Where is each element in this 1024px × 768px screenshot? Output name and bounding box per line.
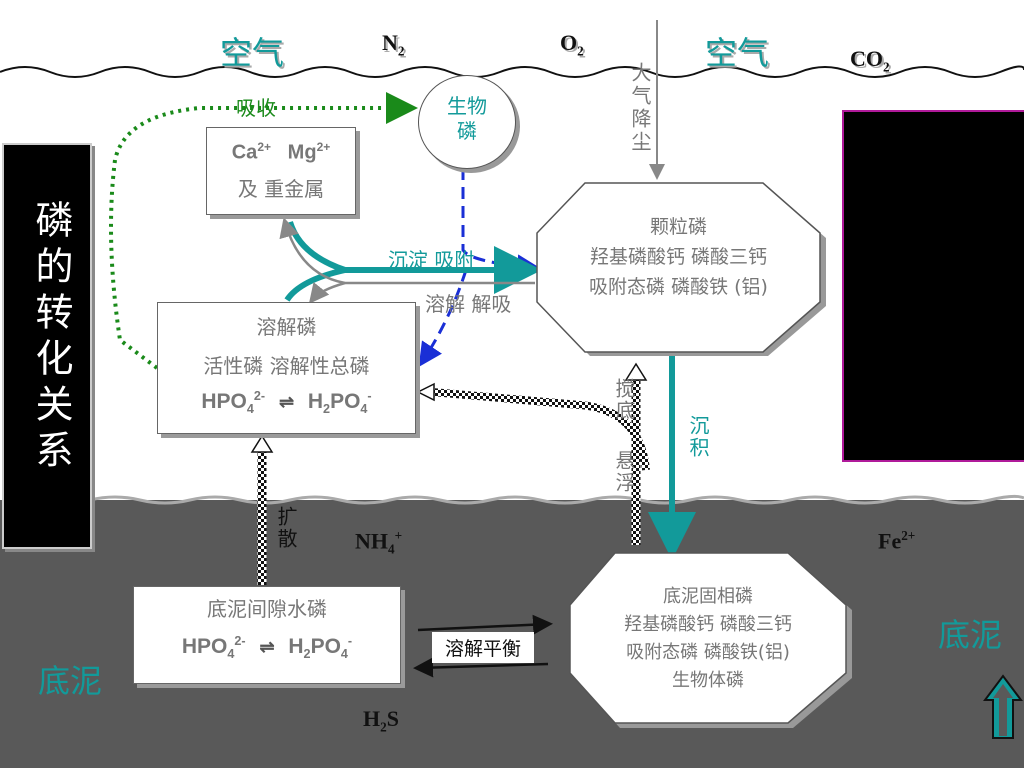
bio-to-dissolved-arrow (418, 269, 468, 367)
page-title: 磷的转化关系 (29, 200, 73, 476)
precip-adsorb-label: 沉淀 吸附 (388, 248, 475, 272)
sediment-label-right: 底泥 (938, 616, 1003, 654)
particle-p-text: 颗粒磷 羟基磷酸钙 磷酸三钙 吸附态磷 磷酸铁 (铝) (537, 212, 820, 302)
deposit-label: 沉积 (686, 415, 710, 459)
sediment-label-left: 底泥 (38, 662, 103, 700)
solid-p-line-3: 生物体磷 (672, 670, 744, 691)
equilibrium-icon-2: ⇌ (259, 637, 275, 657)
n2-label: N2 (382, 30, 405, 59)
ca-mg-label: Ca2+ Mg2+ (231, 140, 331, 164)
pore-water-title: 底泥间隙水磷 (207, 597, 327, 621)
dissolved-p-box: 溶解磷 活性磷 溶解性总磷 HPO42- ⇌ H2PO4- (157, 302, 416, 434)
solid-p-octagon (569, 552, 847, 724)
absorb-label: 吸收 (236, 96, 276, 120)
o2-label: O2 (560, 30, 584, 59)
black-panel (842, 110, 1024, 462)
solid-p-title: 底泥固相磷 (663, 586, 753, 607)
particle-p-octagon (536, 182, 821, 353)
solid-p-line-2: 吸附态磷 磷酸铁(铝) (626, 642, 790, 663)
dissolution-eq-label: 溶解平衡 (432, 632, 534, 663)
absorb-arrow (109, 92, 418, 370)
particle-p-line-1: 羟基磷酸钙 磷酸三钙 (589, 246, 768, 268)
water-surface-line (0, 65, 1024, 78)
equilibrium-icon: ⇌ (278, 392, 295, 412)
bio-p-circle: 生物 磷 (418, 75, 516, 169)
dissolve-desorb-label: 溶解 解吸 (425, 292, 512, 316)
nh4-label: NH4+ (355, 528, 403, 557)
diffuse-label: 扩散 (274, 506, 298, 550)
stir-to-dissolved-head (416, 382, 435, 402)
fe2-label: Fe2+ (878, 528, 916, 554)
stir-arrow-head (624, 362, 648, 381)
suspend-label: 悬浮 (612, 450, 636, 494)
equilibrium-arrow-right (417, 614, 553, 635)
stir-label: 搅底 (612, 378, 636, 422)
solid-p-line-1: 羟基磷酸钙 磷酸三钙 (624, 614, 792, 635)
dissolved-p-equilibrium: HPO42- ⇌ H2PO4- (201, 389, 372, 417)
air-label-left: 空气 (220, 34, 285, 72)
dissolve-branch (308, 281, 346, 304)
co2-label: CO2 (850, 46, 890, 75)
dissolved-p-line-1: 活性磷 溶解性总磷 (203, 354, 370, 378)
sediment-surface-line (89, 494, 1024, 505)
stir-to-dissolved (431, 388, 650, 471)
title-panel: 磷的转化关系 (2, 143, 92, 549)
dust-label: 大气降尘 (628, 62, 652, 154)
pore-water-equilibrium: HPO42- ⇌ H2PO4- (181, 634, 353, 662)
diffuse-arrow-head (250, 434, 274, 453)
equilibrium-arrow-left (413, 657, 549, 678)
air-label-right: 空气 (705, 34, 770, 72)
metals-box: Ca2+ Mg2+ 及 重金属 (206, 127, 356, 215)
particle-p-line-2: 吸附态磷 磷酸铁 (铝) (589, 276, 768, 298)
particle-p-title: 颗粒磷 (649, 216, 707, 238)
bio-p-line-2: 磷 (457, 119, 477, 143)
pore-water-box: 底泥间隙水磷 HPO42- ⇌ H2PO4- (133, 586, 401, 684)
metals-label: 及 重金属 (237, 176, 325, 201)
h2s-label: H2S (363, 706, 399, 735)
solid-p-text: 底泥固相磷 羟基磷酸钙 磷酸三钙 吸附态磷 磷酸铁(铝) 生物体磷 (570, 583, 846, 695)
dissolved-p-title: 溶解磷 (256, 315, 317, 339)
precipitation-branch (284, 267, 346, 302)
bio-p-line-1: 生物 (447, 94, 487, 118)
